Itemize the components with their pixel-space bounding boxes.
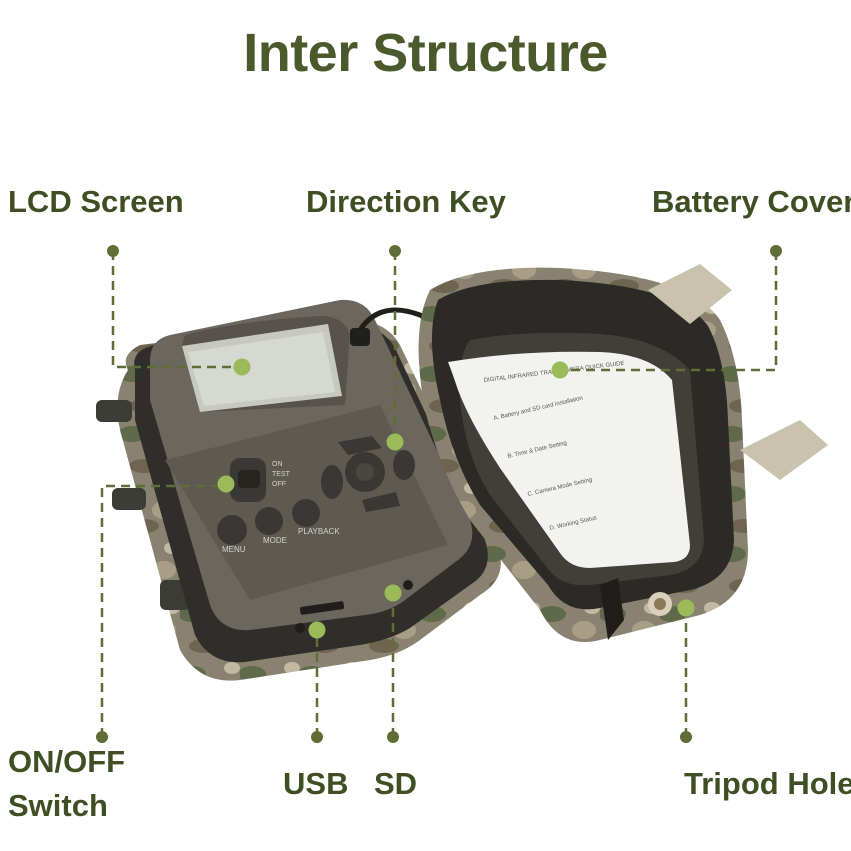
switch-label-test: TEST bbox=[272, 471, 291, 478]
mode-button-label: MODE bbox=[263, 536, 287, 545]
lcd-screen-callout bbox=[107, 245, 251, 376]
lcd-screen-label: LCD Screen bbox=[8, 184, 184, 219]
battery-cover-label: Battery Cover bbox=[652, 184, 851, 219]
tripod-mount bbox=[600, 578, 672, 640]
sd-label: SD bbox=[374, 766, 418, 801]
playback-button-label: PLAYBACK bbox=[298, 527, 340, 536]
sd-callout bbox=[384, 584, 402, 743]
direction-key-hotspot bbox=[386, 433, 404, 451]
mode-button[interactable] bbox=[255, 507, 283, 535]
tripod-hole-callout bbox=[677, 599, 695, 743]
battery-cover-hotspot bbox=[551, 361, 569, 379]
lcd-screen-hotspot bbox=[233, 358, 251, 376]
on-off-switch-label-line1: ON/OFF bbox=[8, 744, 126, 779]
page-title: Inter Structure bbox=[243, 23, 608, 83]
battery-cover-hinges bbox=[648, 264, 828, 480]
direction-key-label: Direction Key bbox=[306, 184, 506, 219]
direction-key-callout bbox=[386, 245, 404, 451]
usb-callout bbox=[308, 621, 326, 743]
usb-hotspot bbox=[308, 621, 326, 639]
tripod-hole-label: Tripod Hole bbox=[684, 766, 851, 801]
on-off-switch-callout bbox=[96, 475, 235, 743]
audio-jack bbox=[403, 580, 413, 590]
menu-button-label: MENU bbox=[222, 545, 246, 554]
battery-cover[interactable]: DIGITAL INFRARED TRAIL CAMERA QUICK GUID… bbox=[448, 351, 690, 568]
tripod-hole-hotspot bbox=[677, 599, 695, 617]
direction-key-pad[interactable] bbox=[321, 436, 415, 512]
usb-port[interactable] bbox=[295, 623, 305, 633]
battery-cover-callout bbox=[551, 245, 782, 379]
playback-button[interactable] bbox=[292, 499, 320, 527]
callout-leaders bbox=[96, 245, 782, 743]
on-off-switch[interactable] bbox=[230, 458, 266, 502]
sd-card-slot[interactable] bbox=[299, 601, 345, 615]
control-panel: ON TEST OFF MENU MODE PLAYBACK bbox=[217, 436, 415, 633]
usb-label: USB bbox=[283, 766, 349, 801]
lcd-screen bbox=[182, 324, 342, 412]
on-off-switch-hotspot bbox=[217, 475, 235, 493]
switch-label-on: ON bbox=[272, 461, 283, 468]
menu-button[interactable] bbox=[217, 515, 247, 545]
on-off-switch-label-line2: Switch bbox=[8, 788, 108, 823]
sd-hotspot bbox=[384, 584, 402, 602]
switch-label-off: OFF bbox=[272, 481, 286, 488]
